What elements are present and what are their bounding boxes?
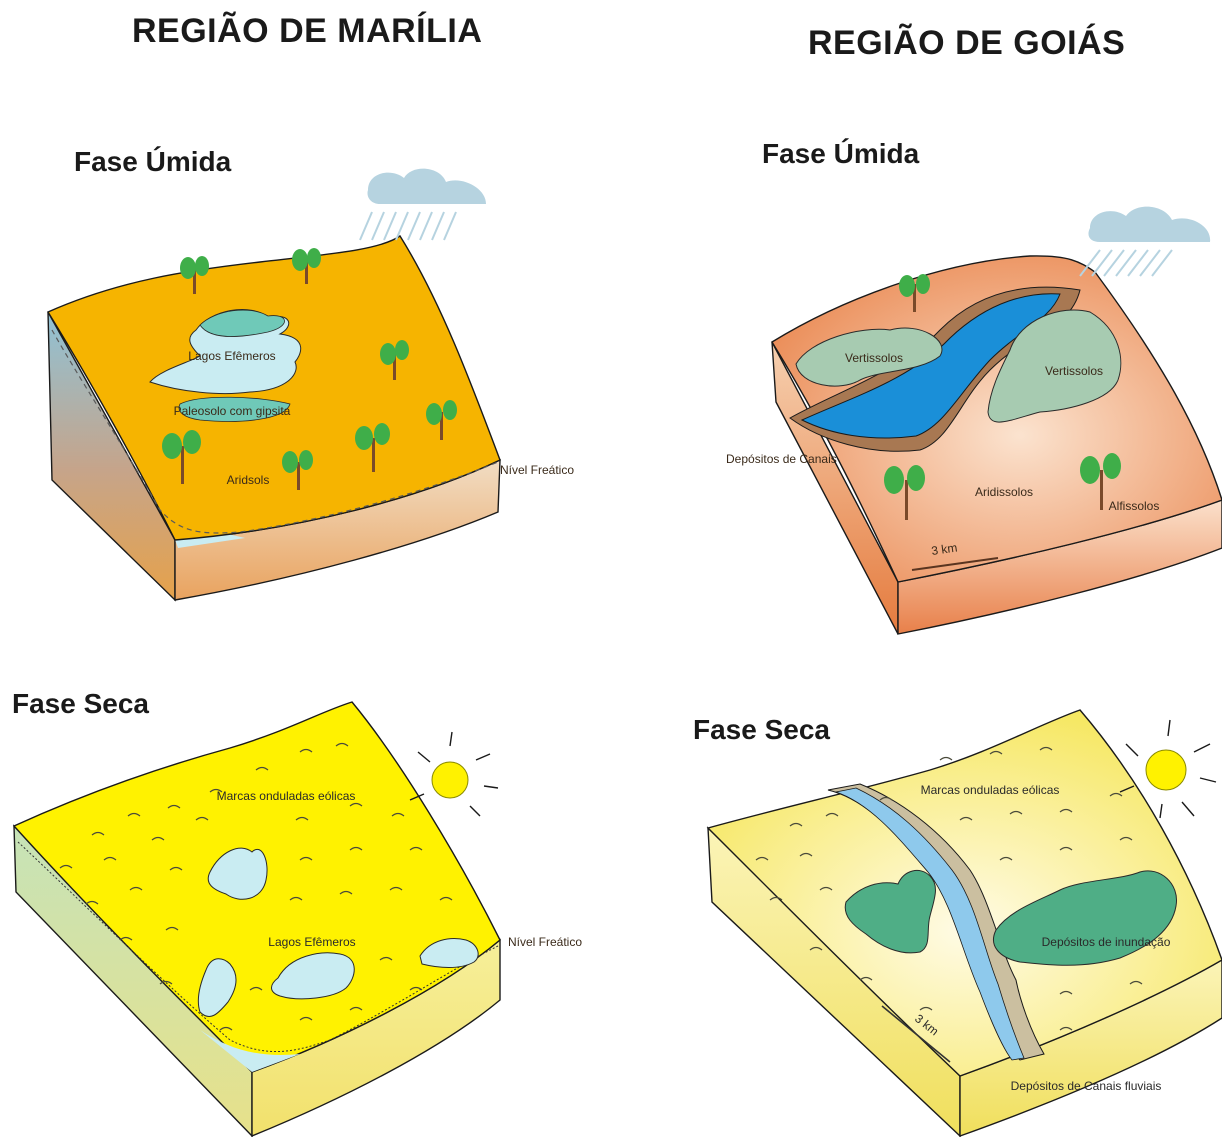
paleosol-patch (178, 396, 291, 422)
label-water-table: Nível Freático (500, 463, 574, 477)
block-goias-dry: Marcas onduladas eólicas Depósitos de in… (706, 709, 1222, 1137)
ripple-marks (59, 742, 453, 1031)
block-marilia-wet: Lagos Efêmeros Paleosolo com gipsita Ari… (46, 168, 574, 602)
label-flood: Depósitos de inundação (1042, 935, 1171, 949)
lake-4 (419, 938, 479, 968)
tree-icon (380, 340, 409, 380)
vertisols-left (795, 327, 943, 387)
label-lakes: Lagos Efêmeros (268, 935, 355, 949)
label-scale: 3 km (930, 540, 958, 557)
tree-icon (162, 430, 201, 484)
water-table-line (51, 329, 499, 534)
scale-bar (911, 557, 999, 571)
rain-cloud-icon (359, 168, 486, 241)
ripple-marks (755, 746, 1143, 1031)
label-aridsols: Aridsols (227, 473, 270, 487)
label-lakes: Lagos Efêmeros (188, 349, 275, 363)
sun-icon (409, 731, 499, 817)
tree-icon (355, 423, 390, 472)
tree-icon (426, 400, 457, 440)
tree-icon (899, 274, 930, 312)
phase-wet-marilia: Fase Úmida (74, 146, 232, 177)
label-aridisols: Aridissolos (975, 485, 1033, 499)
label-vertisols-right: Vertissolos (1045, 364, 1103, 378)
tree-icon (180, 256, 209, 294)
lake-3 (271, 952, 355, 1000)
rain-cloud-icon (1079, 206, 1211, 277)
flood-deposit-right (993, 870, 1177, 966)
phase-dry-marilia: Fase Seca (12, 688, 149, 719)
river-channel (834, 787, 1025, 1061)
tree-icon (1080, 453, 1121, 510)
groundwater (200, 1030, 300, 1072)
phase-dry-goias: Fase Seca (693, 714, 830, 745)
title-goias: REGIÃO DE GOIÁS (808, 24, 1126, 62)
lake-algae (199, 309, 285, 337)
label-ripples: Marcas onduladas eólicas (217, 789, 356, 803)
label-water-table: Nível Freático (508, 935, 582, 949)
title-marilia: REGIÃO DE MARÍLIA (132, 12, 483, 50)
label-vertisols-left: Vertissolos (845, 351, 903, 365)
block-marilia-dry: Marcas onduladas eólicas Lagos Efêmeros … (12, 701, 582, 1137)
sun-icon (1119, 719, 1217, 819)
lake-2 (197, 958, 237, 1017)
label-channels: Depósitos de Canais fluviais (1011, 1079, 1162, 1093)
label-ripples: Marcas onduladas eólicas (921, 783, 1060, 797)
water-table-line (17, 841, 499, 1052)
tree-icon (292, 248, 321, 284)
lake-1 (207, 847, 268, 900)
scale-bar (881, 1005, 951, 1063)
phase-wet-goias: Fase Úmida (762, 138, 920, 169)
tree-icon (884, 465, 925, 520)
block-goias-wet: Vertissolos Vertissolos Depósitos de Can… (726, 206, 1222, 635)
tree-icon (282, 450, 313, 490)
label-alfisols: Alfissolos (1109, 499, 1160, 513)
flood-deposit-left (844, 869, 936, 954)
label-channels: Depósitos de Canais (726, 452, 837, 466)
label-paleosol: Paleosolo com gipsita (174, 404, 291, 418)
vertisols-right (987, 309, 1122, 423)
